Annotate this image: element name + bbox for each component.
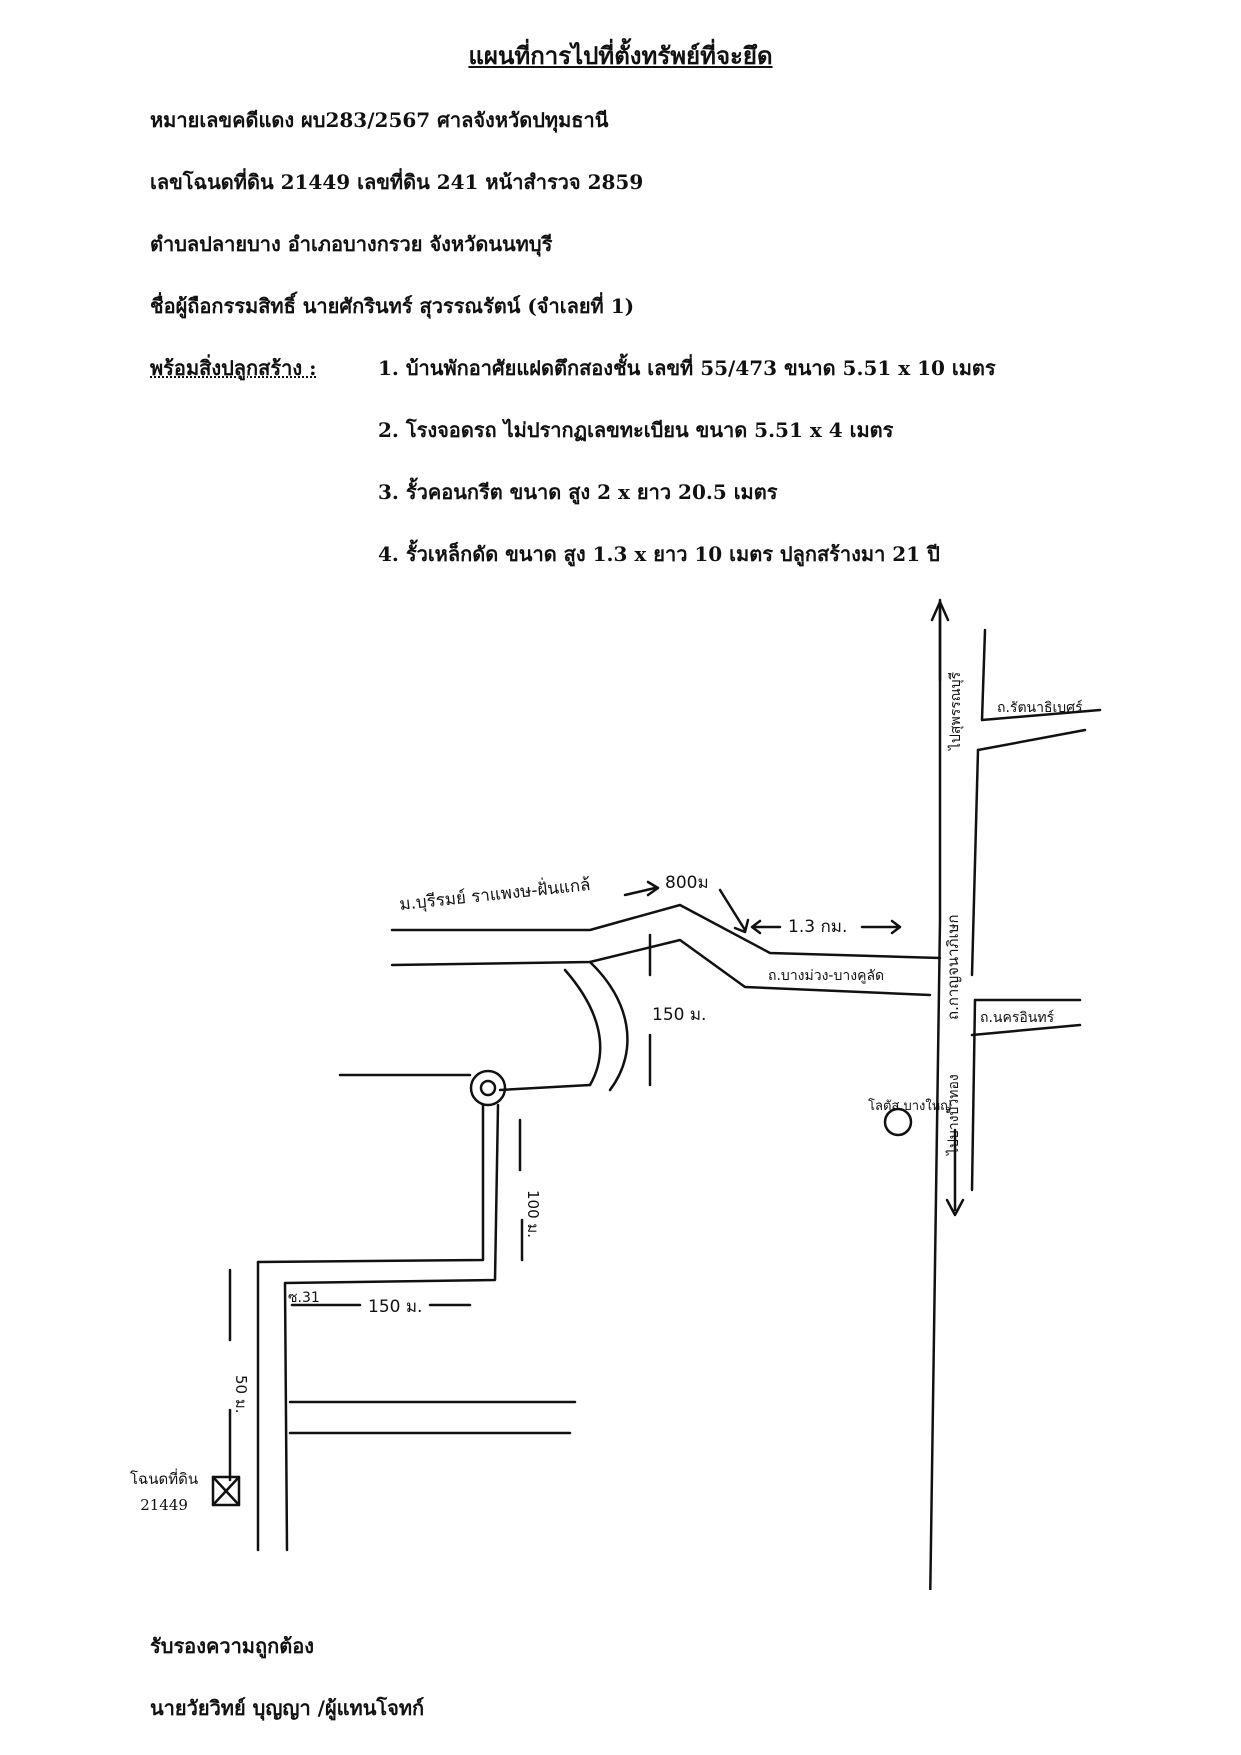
parcel-label: โฉนดที่ดิน: [130, 1470, 199, 1488]
curve-road-inner: [563, 968, 602, 1087]
soi-label: ซ.31: [288, 1290, 320, 1306]
building-item-3: 3. รั้วคอนกรีต ขนาด สูง 2 x ยาว 20.5 เมต…: [378, 480, 778, 504]
landmark-label: โลตัส บางใหญ่: [868, 1098, 951, 1114]
arrow-800: [623, 880, 660, 897]
soi31-right: [283, 1281, 289, 1552]
junction-top-road: [980, 708, 1102, 722]
upper-road-bottom-edge: [390, 938, 932, 997]
location: ตำบลปลายบาง อำเภอบางกรวย จังหวัดนนทบุรี: [150, 232, 553, 256]
dist-800-label: 800ม: [665, 873, 709, 893]
to-north-label: ไปสุพรรณบุรี: [947, 671, 964, 751]
arrow-800-down: [718, 888, 750, 934]
curve-road-outer: [588, 960, 629, 1092]
main-road-right-edge: [970, 628, 987, 1192]
south-arrow: [945, 1128, 965, 1217]
parcel-number: 21449: [140, 1496, 188, 1514]
owner: ชื่อผู้ถือกรรมสิทธิ์ นายศักรินทร์ สุวรรณ…: [150, 294, 635, 318]
parcel-label-block: โฉนดที่ดิน 21449: [130, 1466, 198, 1518]
village-label: ม.บุรีรมย์ ราแพงษ-ฝั่นแกล้: [398, 872, 591, 915]
parcel-box: [211, 1475, 241, 1507]
road-label: ถ.บางม่วง-บางคูลัด: [768, 968, 884, 984]
dist-150a-label: 150 ม.: [652, 1005, 706, 1025]
dist-100-marker: [518, 1118, 524, 1262]
to-south-label: ไปบางบัวทอง: [945, 1074, 962, 1156]
upper-road-top-edge: [390, 903, 942, 960]
route-map: ม.บุรีรมย์ ราแพงษ-ฝั่นแกล้ 800ม 1.3 กม. …: [211, 598, 1102, 1590]
case-number: หมายเลขคดีแดง ผบ283/2567 ศาลจังหวัดปทุมธ…: [150, 108, 609, 132]
main-road-label: ถ.กาญจนาภิเษก: [944, 914, 962, 1020]
junction-bottom-label: ถ.นครอินทร์: [980, 1009, 1055, 1026]
certify-text: รับรองความถูกต้อง: [150, 1634, 314, 1658]
building-item-2: 2. โรงจอดรถ ไม่ปรากฏเลขทะเบียน ขนาด 5.51…: [378, 418, 894, 442]
soi-road-right: [283, 1103, 500, 1285]
dist-150b-label: 150 ม.: [368, 1297, 422, 1317]
dist-13km-label: 1.3 กม.: [788, 917, 847, 937]
building-item-1: 1. บ้านพักอาศัยแฝดตึกสองชั้น เลขที่ 55/4…: [378, 356, 996, 380]
west-road-b: [498, 1083, 592, 1092]
junction-top-road-b: [976, 728, 1087, 752]
landmark-circle: [883, 1107, 913, 1137]
page-title: แผนที่การไปที่ตั้งทรัพย์ที่จะยึด: [468, 41, 773, 70]
dist-100-label: 100 ม.: [524, 1190, 542, 1238]
deed-number: เลขโฉนดที่ดิน 21449 เลขที่ดิน 241 หน้าสำ…: [150, 170, 644, 194]
buildings-label: พร้อมสิ่งปลูกสร้าง :: [150, 356, 317, 380]
building-item-4: 4. รั้วเหล็กดัด ขนาด สูง 1.3 x ยาว 10 เม…: [378, 542, 940, 566]
signer-name: นายวัยวิทย์ บุญญา /ผู้แทนโจทก์: [150, 1696, 425, 1720]
arrow-13km: [750, 919, 902, 935]
junction-bottom-road-b: [970, 1023, 1082, 1037]
soi-road-left: [256, 1103, 485, 1264]
junction-top-label: ถ.รัตนาธิเบศร์: [997, 699, 1083, 716]
dist-50-label: 50 ม.: [232, 1375, 250, 1414]
north-arrow: [930, 600, 950, 682]
roundabout: [469, 1069, 507, 1107]
main-road-left-edge: [929, 598, 942, 1590]
